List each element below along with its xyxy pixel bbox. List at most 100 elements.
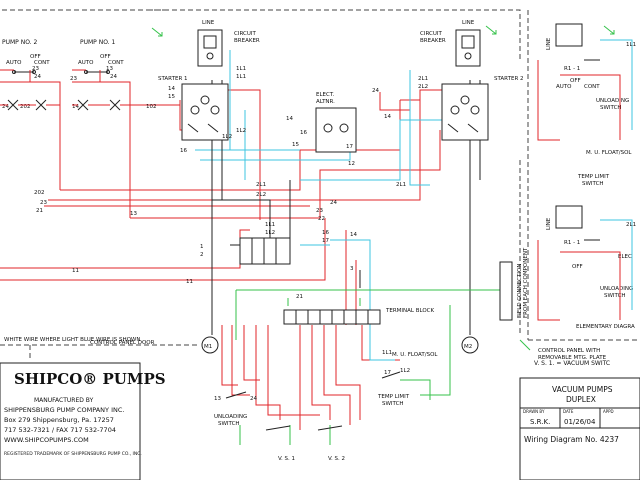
svg-text:23: 23 xyxy=(316,208,323,214)
svg-text:2L2: 2L2 xyxy=(418,84,428,90)
svg-text:2: 2 xyxy=(200,252,204,258)
svg-text:SWITCH: SWITCH xyxy=(582,181,604,187)
company-block: SHIPCO® PUMPS MANUFACTURED BY SHIPPENSBU… xyxy=(0,362,166,480)
svg-text:2L1: 2L1 xyxy=(396,182,406,188)
svg-text:23: 23 xyxy=(70,76,77,82)
svg-text:13: 13 xyxy=(106,66,113,72)
svg-text:13: 13 xyxy=(214,396,221,402)
svg-text:BREAKER: BREAKER xyxy=(234,38,260,44)
svg-text:14: 14 xyxy=(168,86,175,92)
svg-text:14: 14 xyxy=(286,116,293,122)
motor-m2 xyxy=(461,336,479,354)
svg-text:SWITCH: SWITCH xyxy=(600,105,622,111)
svg-text:OFF: OFF xyxy=(30,54,41,60)
title-block: V. S. 1. = VACUUM SWITC VACUUM PUMPS DUP… xyxy=(519,360,640,480)
svg-text:DUPLEX: DUPLEX xyxy=(566,395,596,404)
svg-text:M. U. FLOAT/SOL: M. U. FLOAT/SOL xyxy=(392,352,438,358)
svg-text:DATE: DATE xyxy=(563,409,574,414)
svg-text:24: 24 xyxy=(372,88,379,94)
wire-numbers: 23 102 14 15 16 1L2 1L1 2L1 2L2 14 15 16… xyxy=(34,74,410,374)
svg-text:2L1: 2L1 xyxy=(256,182,266,188)
svg-text:LINE: LINE xyxy=(546,37,552,50)
svg-text:MANUFACTURED BY: MANUFACTURED BY xyxy=(34,397,94,404)
svg-text:1L1: 1L1 xyxy=(626,42,636,48)
svg-text:UNLOADING: UNLOADING xyxy=(596,98,629,104)
svg-text:17: 17 xyxy=(384,370,391,376)
svg-text:3: 3 xyxy=(350,266,354,272)
svg-text:24: 24 xyxy=(2,104,9,110)
svg-text:TERMINAL BLOCK: TERMINAL BLOCK xyxy=(385,308,435,314)
svg-text:WWW.SHIPCOPUMPS.COM: WWW.SHIPCOPUMPS.COM xyxy=(4,436,89,444)
circuit-breaker-1: LINE CIRCUIT BREAKER xyxy=(197,20,260,67)
svg-text:M2: M2 xyxy=(464,344,472,350)
svg-text:V. S. 1: V. S. 1 xyxy=(278,456,295,462)
svg-text:1L2: 1L2 xyxy=(236,128,246,134)
circuit-breaker-2: LINE CIRCUIT BREAKER xyxy=(420,20,481,67)
svg-text:APPD: APPD xyxy=(603,409,614,414)
svg-text:14: 14 xyxy=(384,114,391,120)
svg-text:15: 15 xyxy=(292,142,299,148)
svg-text:16: 16 xyxy=(322,230,329,236)
pump2-label: PUMP NO. 2 xyxy=(2,39,37,46)
svg-text:ELEMENTARY DIAGRA: ELEMENTARY DIAGRA xyxy=(576,324,635,330)
svg-text:CIRCUIT: CIRCUIT xyxy=(420,31,442,37)
svg-text:STARTER 2: STARTER 2 xyxy=(494,76,524,82)
svg-text:M. U. FLOAT/SOL: M. U. FLOAT/SOL xyxy=(586,150,632,156)
svg-text:CIRCUIT: CIRCUIT xyxy=(234,31,256,37)
svg-text:102: 102 xyxy=(146,104,157,110)
elementary-diagram: LINE R1 - 1 OFF AUTO CONT UNLOADING SWIT… xyxy=(537,23,636,330)
svg-text:17: 17 xyxy=(346,144,353,150)
svg-text:17: 17 xyxy=(322,238,329,244)
motors: M1 M2 xyxy=(201,336,479,354)
svg-text:ALTNR.: ALTNR. xyxy=(316,99,335,105)
svg-text:1L1: 1L1 xyxy=(236,74,246,80)
svg-text:FIELD CONNECTION: FIELD CONNECTION xyxy=(517,264,523,318)
svg-text:REMOVABLE MTG. PLATE: REMOVABLE MTG. PLATE xyxy=(538,355,607,361)
svg-text:16: 16 xyxy=(180,148,187,154)
panel-boundaries xyxy=(0,9,640,360)
svg-text:1L1: 1L1 xyxy=(382,350,392,356)
svg-text:11: 11 xyxy=(186,279,193,285)
svg-text:R1 - 1: R1 - 1 xyxy=(564,66,580,72)
svg-text:12: 12 xyxy=(348,161,355,167)
svg-text:SWITCH: SWITCH xyxy=(382,401,404,407)
svg-text:SWITCH: SWITCH xyxy=(604,293,626,299)
svg-text:23: 23 xyxy=(32,66,39,72)
svg-text:LINE: LINE xyxy=(462,20,475,26)
svg-text:STARTER 1: STARTER 1 xyxy=(158,76,188,82)
svg-text:S.R.K.: S.R.K. xyxy=(530,418,550,426)
shipco-logo: SHIPCO® PUMPS xyxy=(14,370,166,388)
svg-text:AUTO: AUTO xyxy=(78,60,94,66)
terminal-block: TERMINAL BLOCK xyxy=(283,308,435,325)
svg-text:AUTO: AUTO xyxy=(556,84,572,90)
svg-text:TEMP LIMIT: TEMP LIMIT xyxy=(377,394,410,400)
svg-text:Wiring Diagram No. 4237: Wiring Diagram No. 4237 xyxy=(524,435,619,444)
svg-text:VACUUM PUMPS: VACUUM PUMPS xyxy=(552,385,613,394)
vs-legend: V. S. 1. = VACUUM SWITC xyxy=(534,360,610,367)
starter-2: STARTER 2 2L1 2L2 xyxy=(418,76,524,141)
electric-alternator: ELECT. ALTNR. 12 xyxy=(315,92,357,167)
svg-text:ELEC: ELEC xyxy=(618,254,632,260)
motor-m1 xyxy=(201,336,219,354)
svg-text:21: 21 xyxy=(36,208,43,214)
svg-text:1L1: 1L1 xyxy=(236,66,246,72)
relay-block: 1L1 1L2 xyxy=(239,222,291,265)
svg-text:202: 202 xyxy=(20,104,31,110)
svg-text:R1 - 1: R1 - 1 xyxy=(564,240,580,246)
field-connection-strip: FIELD CONNECTION FROM EACH COMPONENT xyxy=(499,247,529,321)
svg-text:M1: M1 xyxy=(204,344,212,350)
svg-text:OFF: OFF xyxy=(570,78,581,84)
svg-text:1: 1 xyxy=(200,244,204,250)
svg-text:717 532-7321 / FAX 717 532-770: 717 532-7321 / FAX 717 532-7704 xyxy=(4,426,116,434)
pump1-label: PUMP NO. 1 xyxy=(80,39,115,46)
svg-text:AUTO: AUTO xyxy=(6,60,22,66)
svg-text:15: 15 xyxy=(168,94,175,100)
svg-text:24: 24 xyxy=(330,200,337,206)
svg-text:13: 13 xyxy=(130,211,137,217)
svg-text:CONT: CONT xyxy=(584,84,600,90)
svg-text:23: 23 xyxy=(40,200,47,206)
svg-text:CONT: CONT xyxy=(108,60,124,66)
svg-text:1L2: 1L2 xyxy=(222,134,232,140)
svg-text:2L2: 2L2 xyxy=(256,192,266,198)
